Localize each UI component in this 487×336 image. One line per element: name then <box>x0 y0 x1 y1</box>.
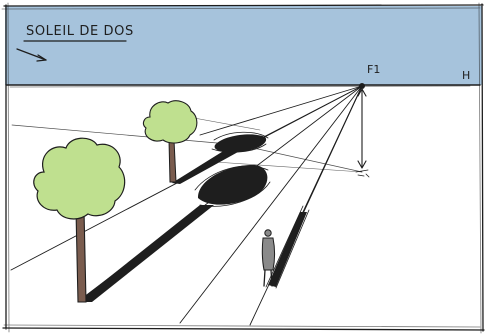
sketch-title: SOLEIL DE DOS <box>26 24 134 39</box>
height-arrow <box>356 89 369 177</box>
horizon-label: H <box>462 69 470 82</box>
vanishing-point-label: F1 <box>367 63 380 76</box>
small-tree <box>143 101 196 182</box>
sky-band <box>5 6 482 85</box>
